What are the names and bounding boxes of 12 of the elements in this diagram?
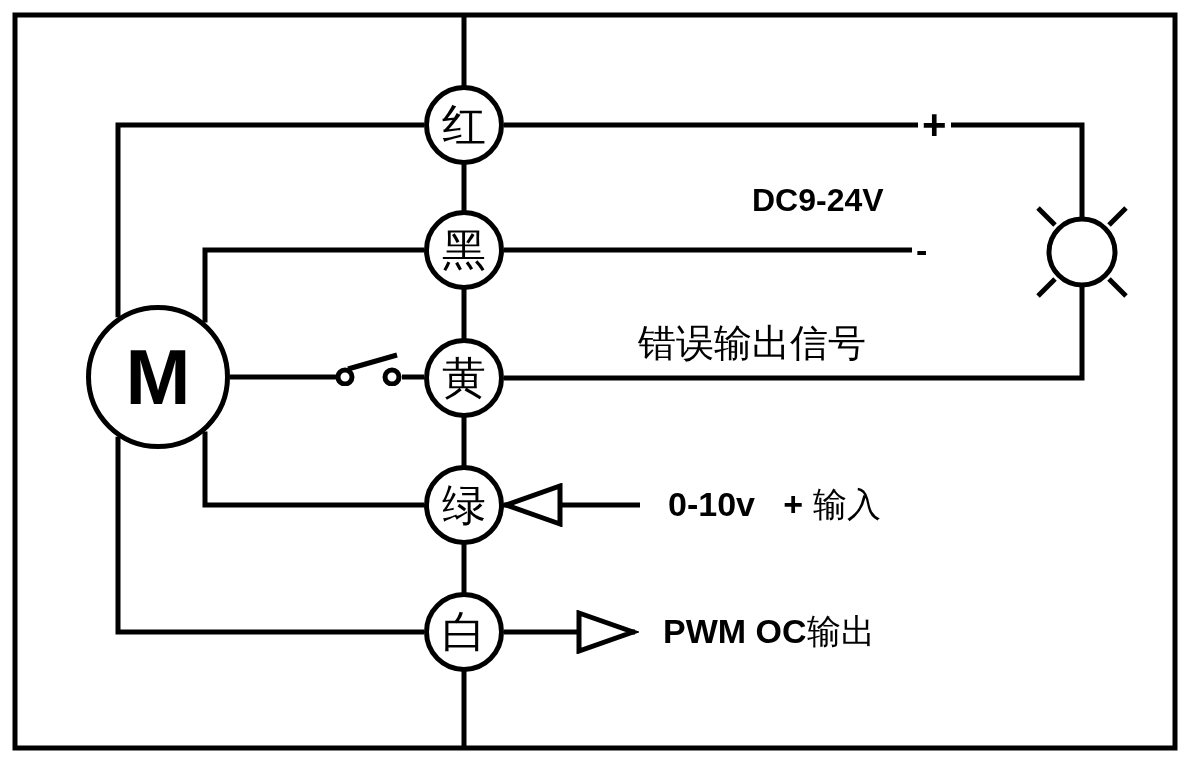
signal-label: PWM OC输出 <box>663 611 875 652</box>
voltage-label: DC9-24V <box>752 182 884 219</box>
signal-label: 0-10v + 输入 <box>668 484 881 525</box>
wire-color-label: 黑 <box>442 223 486 276</box>
signal-label: 错误输出信号 <box>638 321 866 366</box>
motor-label: M <box>125 331 191 423</box>
polarity-sign: - <box>916 230 928 270</box>
switch-symbol <box>336 350 402 386</box>
wire-color-label: 白 <box>442 605 486 658</box>
wire-color-label: 黄 <box>442 351 486 404</box>
wire-color-label: 红 <box>442 98 486 151</box>
wire-color-label: 绿 <box>442 478 486 531</box>
